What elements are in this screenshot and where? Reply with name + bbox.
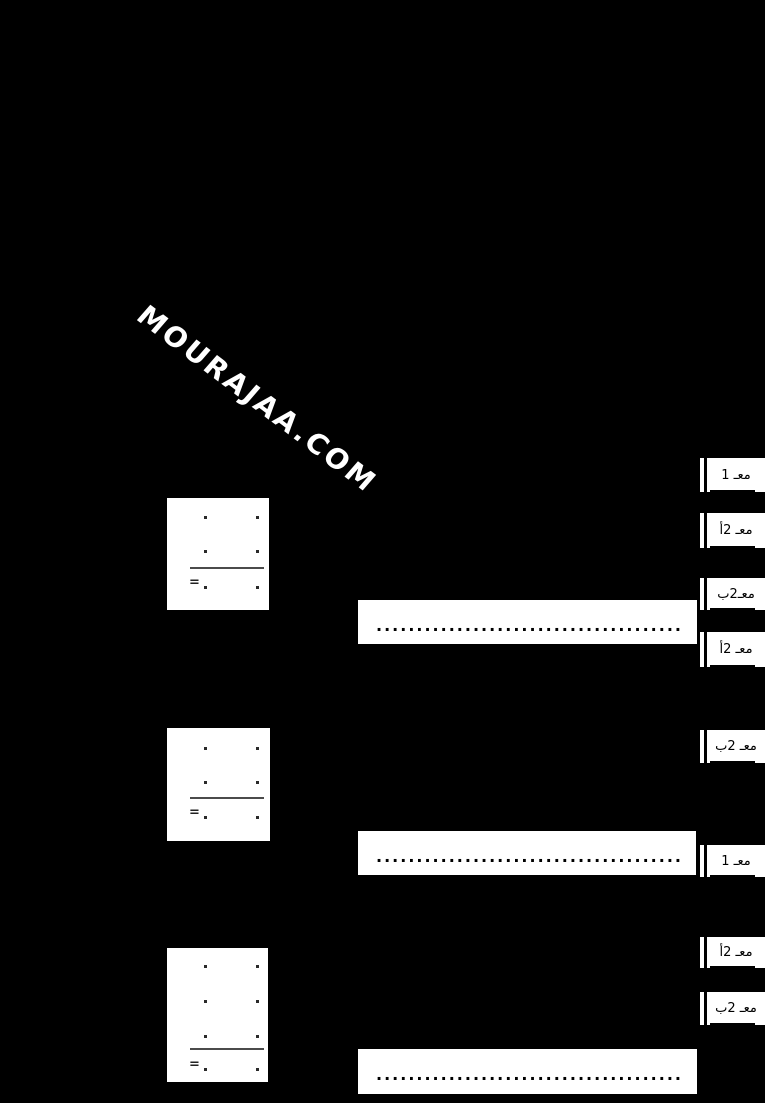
tab-edge-strip — [700, 513, 704, 548]
equals-sign: = — [189, 1057, 200, 1072]
grade-tab-5: معـ 2ب — [700, 730, 765, 763]
tab-edge-strip — [700, 578, 704, 610]
tab-edge-strip — [700, 992, 704, 1025]
placeholder-dot — [256, 550, 259, 553]
placeholder-dot — [256, 586, 259, 589]
equals-sign: = — [189, 805, 200, 820]
grade-tab-label: معـ 2أ — [719, 523, 753, 538]
tab-underline — [710, 875, 755, 877]
grade-tab-label: معـ 1 — [721, 853, 751, 869]
answer-field-3: ........................................… — [358, 1049, 697, 1094]
tab-edge-strip — [700, 845, 704, 877]
placeholder-dot — [204, 1000, 207, 1003]
placeholder-dot — [204, 1068, 207, 1071]
grade-tab-4: معـ 2أ — [700, 632, 765, 667]
tab-edge-strip — [700, 937, 704, 968]
grade-tab-label: معـ 2أ — [719, 945, 753, 960]
operation-box-2: = — [167, 728, 270, 841]
placeholder-dot — [204, 965, 207, 968]
placeholder-dot — [256, 965, 259, 968]
placeholder-dot — [204, 747, 207, 750]
placeholder-dot — [204, 781, 207, 784]
tab-underline — [710, 665, 755, 667]
placeholder-dot — [256, 516, 259, 519]
grade-tab-label: معـ 2أ — [719, 642, 753, 657]
grade-tab-3: معـ2ب — [700, 578, 765, 610]
placeholder-dot — [256, 816, 259, 819]
operation-box-1: = — [167, 498, 269, 610]
tab-underline — [710, 608, 755, 610]
grade-tab-1: معـ 1 — [700, 458, 765, 492]
tab-edge-strip — [700, 458, 704, 492]
operation-box-3: = — [167, 948, 268, 1082]
placeholder-dot — [204, 586, 207, 589]
answer-dotted-line: ........................................… — [376, 1067, 683, 1083]
placeholder-dot — [204, 516, 207, 519]
placeholder-dot — [256, 1068, 259, 1071]
sum-line — [190, 567, 264, 569]
placeholder-dot — [256, 1035, 259, 1038]
placeholder-dot — [204, 816, 207, 819]
placeholder-dot — [256, 781, 259, 784]
grade-tab-label: معـ 2ب — [715, 739, 757, 754]
sum-line — [190, 797, 264, 799]
grade-tab-label: معـ 1 — [721, 467, 751, 483]
equals-sign: = — [189, 575, 200, 590]
tab-underline — [710, 546, 755, 548]
grade-tab-2: معـ 2أ — [700, 513, 765, 548]
grade-tab-8: معـ 2ب — [700, 992, 765, 1025]
answer-dotted-line: ........................................… — [376, 849, 682, 865]
grade-tab-label: معـ2ب — [717, 586, 755, 602]
watermark-text: MOURAJAA.COM — [130, 299, 385, 499]
placeholder-dot — [204, 1035, 207, 1038]
answer-dotted-line: ........................................… — [376, 618, 683, 634]
tab-underline — [710, 1023, 755, 1025]
tab-underline — [710, 966, 755, 968]
grade-tab-7: معـ 2أ — [700, 937, 765, 968]
sum-line — [190, 1048, 264, 1050]
tab-edge-strip — [700, 632, 704, 667]
tab-underline — [710, 490, 755, 492]
grade-tab-6: معـ 1 — [700, 845, 765, 877]
grade-tab-label: معـ 2ب — [715, 1001, 757, 1016]
answer-field-2: ........................................… — [358, 831, 696, 875]
tab-underline — [710, 761, 755, 763]
placeholder-dot — [256, 1000, 259, 1003]
placeholder-dot — [204, 550, 207, 553]
answer-field-1: ........................................… — [358, 600, 697, 644]
placeholder-dot — [256, 747, 259, 750]
tab-edge-strip — [700, 730, 704, 763]
